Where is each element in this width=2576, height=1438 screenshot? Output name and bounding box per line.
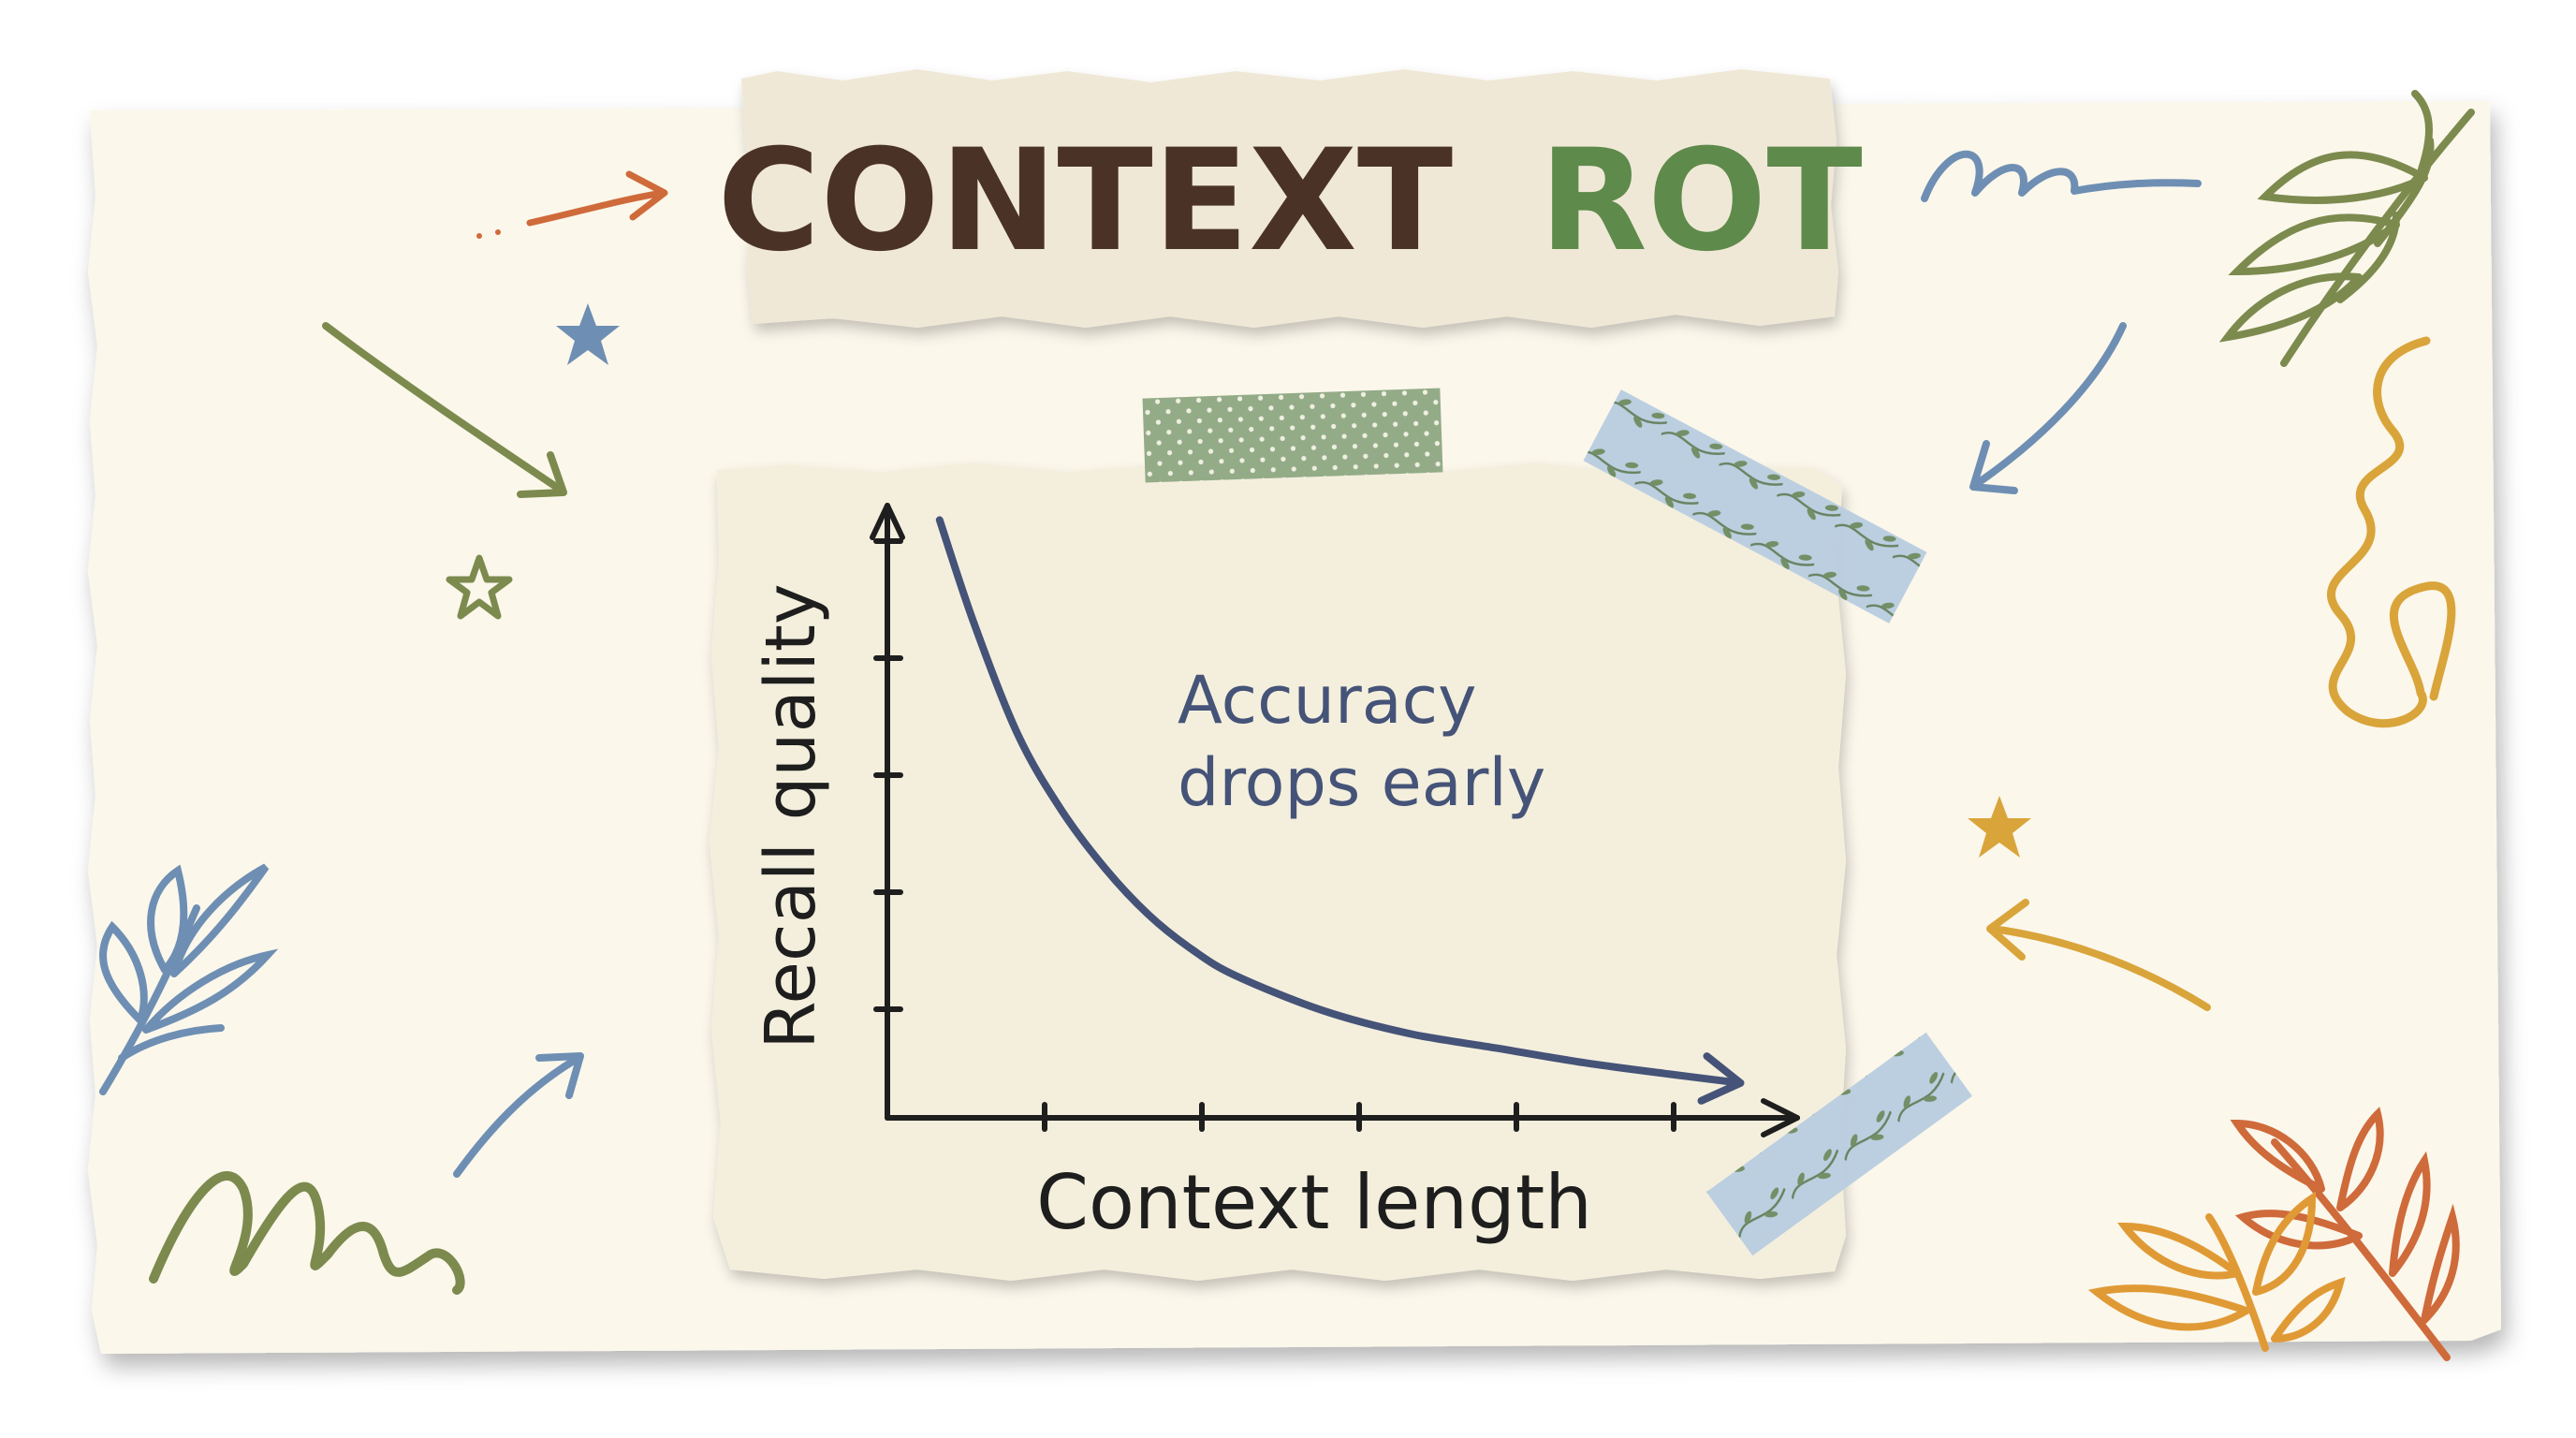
chart: Context length Recall quality Accuracy d… (751, 503, 1800, 1246)
chart-axes (870, 503, 1800, 1137)
svg-text:CONTEXT ROT: CONTEXT ROT (717, 120, 1862, 283)
title-banner: CONTEXT ROT (717, 69, 1863, 328)
chart-series (935, 516, 1745, 1105)
series-arrowhead-0 (1697, 1052, 1745, 1105)
star-icon (556, 303, 620, 365)
arrow-icon (476, 170, 668, 239)
star-icon (446, 554, 513, 620)
chart-ticks (873, 538, 1676, 1132)
arrow-icon (1986, 899, 2211, 1011)
squiggle-icon (2326, 336, 2456, 728)
chart-card (710, 462, 1846, 1281)
squiggle-icon (149, 1171, 465, 1295)
y-axis-arrowhead (870, 503, 905, 540)
title-word-context: CONTEXT (717, 120, 1453, 283)
leaf-sprig-icon (2218, 90, 2475, 367)
leaf-sprig-icon (2087, 1191, 2346, 1352)
chart-annotation-line-1: Accuracy (1178, 662, 1477, 739)
y-axis-label: Recall quality (751, 583, 831, 1049)
arrow-icon (453, 1052, 584, 1178)
arrow-icon (322, 322, 567, 498)
x-axis-arrowhead (1761, 1098, 1800, 1137)
series-line-0 (935, 516, 1745, 1087)
leaf-sprig-icon (2230, 1107, 2460, 1361)
x-axis-label: Context length (1036, 1159, 1592, 1246)
squiggle-icon (1921, 150, 2202, 202)
washi-tape-icon (1142, 388, 1443, 483)
chart-annotation-line-2: drops early (1178, 744, 1545, 821)
title-word-rot: ROT (1539, 120, 1862, 283)
washi-tape-icon (1583, 389, 1927, 624)
leaf-sprig-icon (99, 863, 279, 1095)
arrow-icon (1969, 322, 2127, 494)
washi-tape-icon (1706, 1032, 1972, 1256)
star-icon (1968, 796, 2031, 858)
